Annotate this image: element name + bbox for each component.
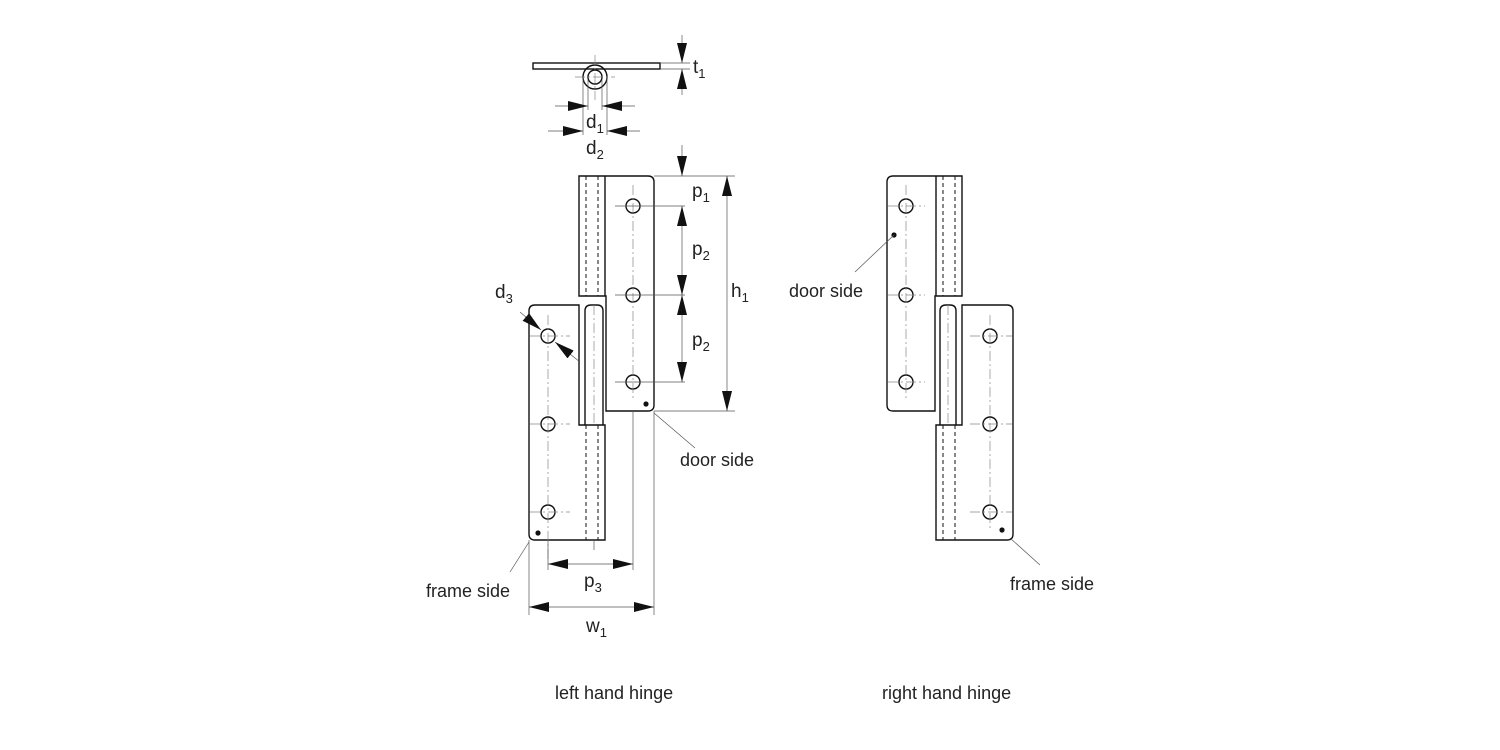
left-door-side-label: door side [680,450,754,470]
dim-t1: t1 [693,57,706,81]
dim-w1: w1 [585,616,607,640]
dim-d1: d1 [586,112,604,136]
frame-leaf [528,304,606,541]
dim-p3: p3 [584,571,602,595]
dim-d3: d3 [495,282,513,306]
left-frame-side-label: frame side [426,581,510,601]
left-hand-hinge: p1 p2 p2 h1 d3 p3 w1 door side frame sid… [426,145,754,703]
dim-p2-lower: p2 [692,330,710,354]
frame-leaf [935,304,1014,541]
holes [540,198,641,520]
dim-p2-upper: p2 [692,239,710,263]
right-hand-hinge-caption: right hand hinge [882,683,1011,703]
dim-d2: d2 [586,138,604,162]
door-leaf [578,175,655,412]
door-leaf [886,175,963,412]
dim-h1: h1 [731,281,749,305]
right-door-side-label: door side [789,281,863,301]
left-hand-hinge-caption: left hand hinge [555,683,673,703]
right-hand-hinge: door side frame side right hand hinge [789,175,1094,703]
dim-p1: p1 [692,181,710,205]
right-frame-side-label: frame side [1010,574,1094,594]
top-view: d1 d2 t1 [532,35,706,162]
